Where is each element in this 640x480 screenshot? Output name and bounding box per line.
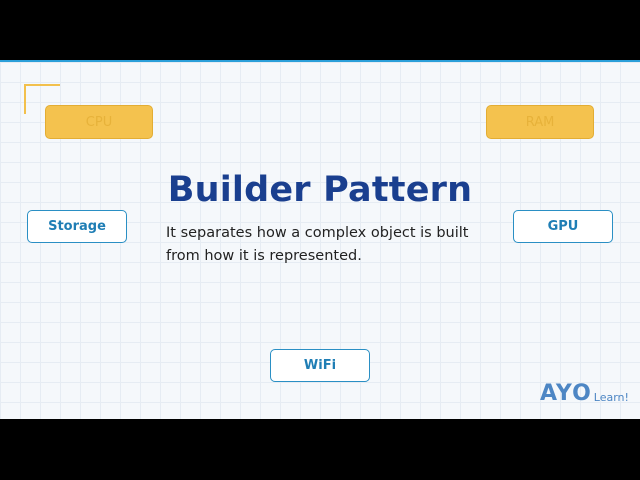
wifi-chip: WiFi [270,349,370,382]
cpu-chip-label: CPU [85,114,113,130]
gpu-chip: GPU [513,210,613,243]
storage-chip-label: Storage [48,219,106,234]
gpu-chip-label: GPU [547,219,579,234]
corner-bracket-decoration [24,84,60,114]
storage-chip: Storage [27,210,127,243]
ram-chip: RAM [486,105,594,139]
page-title: Builder Pattern [167,170,473,210]
brand-logo: AYO Learn! [540,382,629,406]
logo-sub-text: Learn! [593,391,629,404]
subtitle-text: It separates how a complex object is bui… [166,225,469,264]
wifi-chip-label: WiFi [303,358,337,373]
cpu-chip: CPU [45,105,153,139]
logo-main-text: AYO [540,381,592,406]
ram-chip-label: RAM [525,114,555,130]
